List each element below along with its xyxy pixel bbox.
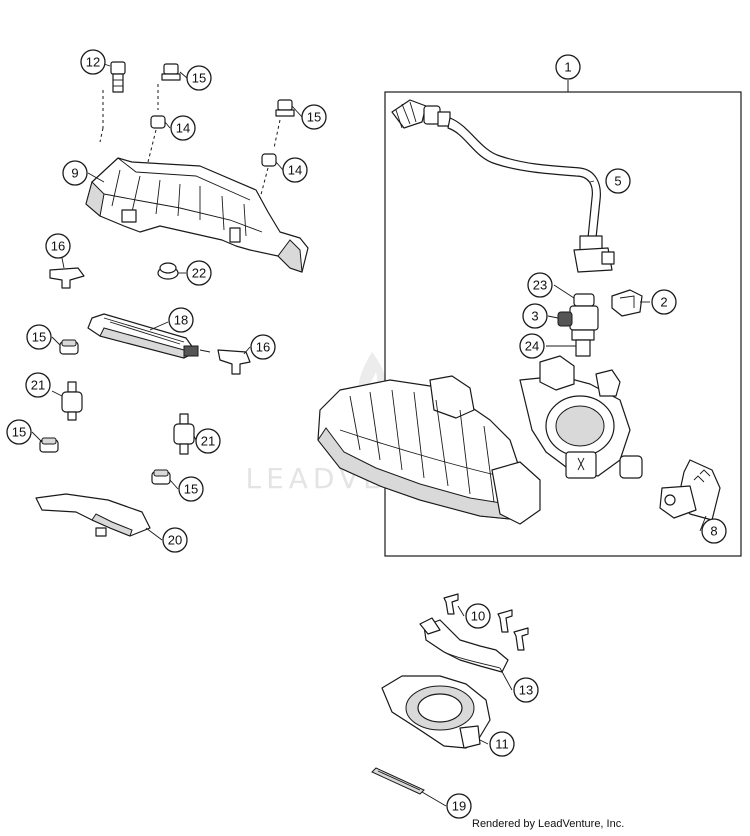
callout-19: 19 <box>446 793 472 819</box>
callout-15: 15 <box>6 419 32 445</box>
damper-21-left <box>61 381 83 421</box>
callout-13: 13 <box>513 677 539 703</box>
washer-14-right <box>257 153 277 207</box>
callout-label: 15 <box>12 425 26 440</box>
injector-assembly <box>557 293 599 357</box>
leader-lines <box>31 63 707 807</box>
callout-18: 18 <box>168 307 194 333</box>
callout-label: 20 <box>168 533 182 548</box>
callout-label: 1 <box>564 60 571 75</box>
gasket-19 <box>371 767 425 795</box>
callout-label: 22 <box>192 266 206 281</box>
callout-label: 21 <box>201 434 215 449</box>
callout-label: 15 <box>32 330 46 345</box>
sensor-8 <box>659 459 721 521</box>
callout-2: 2 <box>651 289 677 315</box>
bracket-9 <box>85 157 309 273</box>
callout-label: 14 <box>176 121 190 136</box>
fuel-line-5 <box>391 99 615 273</box>
callout-14: 14 <box>282 157 308 183</box>
washer-14-left <box>147 115 166 163</box>
callout-label: 24 <box>525 339 539 354</box>
callout-9: 9 <box>62 160 88 186</box>
clamp-13 <box>419 617 509 673</box>
callout-label: 14 <box>288 163 302 178</box>
callout-label: 2 <box>660 295 667 310</box>
screws-10 <box>443 593 529 651</box>
nut-15-lower-right <box>151 469 171 485</box>
callout-label: 19 <box>452 799 466 814</box>
clip-2 <box>611 289 643 317</box>
bolt-12 <box>99 61 126 143</box>
callout-label: 3 <box>531 309 538 324</box>
callout-16: 16 <box>45 233 71 259</box>
callout-label: 18 <box>174 313 188 328</box>
nut-15-right <box>273 99 295 149</box>
callout-11: 11 <box>489 731 515 757</box>
callout-8: 8 <box>701 518 727 544</box>
callout-3: 3 <box>522 303 548 329</box>
callout-label: 12 <box>86 55 100 70</box>
credit-line: Rendered by LeadVenture, Inc. <box>472 818 625 830</box>
callout-24: 24 <box>519 333 545 359</box>
callout-15: 15 <box>178 476 204 502</box>
assembly-frame-1 <box>384 80 742 557</box>
callout-21: 21 <box>25 372 51 398</box>
callout-label: 16 <box>51 239 65 254</box>
callout-10: 10 <box>465 603 491 629</box>
callout-label: 5 <box>614 174 621 189</box>
nut-15-mid-left <box>59 339 79 355</box>
callout-label: 21 <box>31 378 45 393</box>
callout-label: 15 <box>192 71 206 86</box>
callout-1: 1 <box>555 54 581 80</box>
callout-label: 23 <box>533 278 547 293</box>
callout-20: 20 <box>162 527 188 553</box>
callout-23: 23 <box>527 272 553 298</box>
callout-15: 15 <box>301 104 327 130</box>
callout-label: 15 <box>184 482 198 497</box>
callout-21: 21 <box>195 428 221 454</box>
callout-5: 5 <box>605 168 631 194</box>
nut-15-lower-left <box>39 437 59 453</box>
callout-15: 15 <box>186 65 212 91</box>
callout-label: 9 <box>71 166 78 181</box>
callout-12: 12 <box>80 49 106 75</box>
callout-22: 22 <box>186 260 212 286</box>
callout-label: 13 <box>519 683 533 698</box>
callout-label: 16 <box>256 340 270 355</box>
callout-label: 10 <box>471 609 485 624</box>
plate-20 <box>35 493 151 537</box>
clip-16-right <box>217 349 251 375</box>
grommet-22 <box>157 262 179 280</box>
callout-16: 16 <box>250 334 276 360</box>
control-unit-18 <box>87 313 211 359</box>
callout-15: 15 <box>26 324 52 350</box>
intake-11 <box>381 675 491 749</box>
damper-21-right <box>173 413 195 455</box>
nut-15-top <box>157 63 181 110</box>
callout-label: 15 <box>307 110 321 125</box>
throttle-body <box>317 355 643 525</box>
callout-label: 8 <box>710 524 717 539</box>
clip-16-left <box>49 267 85 289</box>
callout-14: 14 <box>170 115 196 141</box>
callout-label: 11 <box>495 737 509 752</box>
